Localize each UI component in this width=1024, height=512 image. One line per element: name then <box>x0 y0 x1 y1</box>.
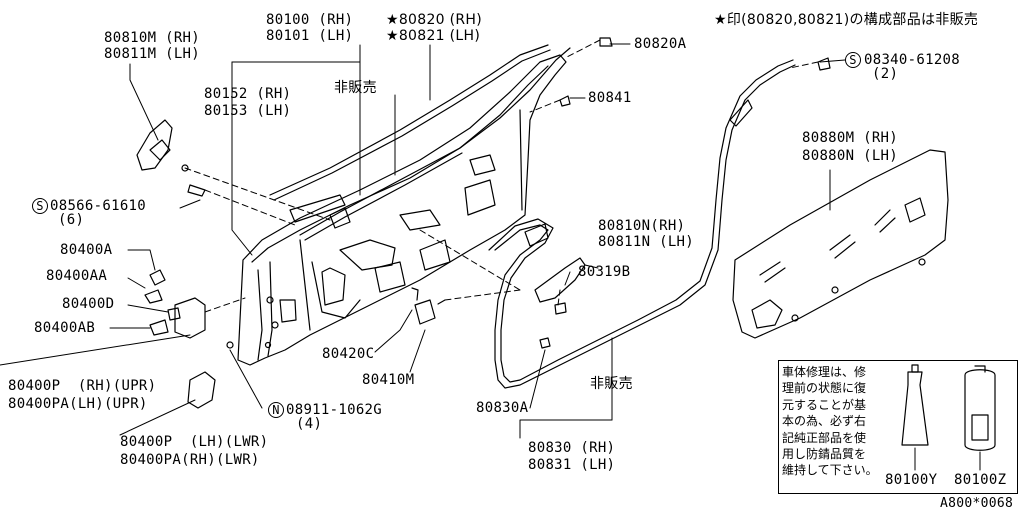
label-80410M: 80410M <box>362 372 415 388</box>
symbol-s-circle: S <box>32 198 48 214</box>
label-80400P-lwr: 80400P (LH)(LWR) <box>120 434 269 450</box>
label-80830A: 80830A <box>476 400 529 416</box>
repair-note-box <box>778 360 1018 494</box>
label-non-sale-2: 非販売 <box>590 376 633 392</box>
label-80820A: 80820A <box>634 36 687 52</box>
label-80100Z: 80100Z <box>954 472 1007 488</box>
label-80810M: 80810M (RH) <box>104 30 201 46</box>
label-80400D: 80400D <box>62 296 115 312</box>
label-80831: 80831 (LH) <box>528 457 616 473</box>
symbol-s-circle: S <box>845 52 861 68</box>
label-80319B: 80319B <box>578 264 631 280</box>
label-80400AB: 80400AB <box>34 320 96 336</box>
label-08340: 08340-61208 <box>864 52 961 68</box>
label-80400PA-upr: 80400PA(LH)(UPR) <box>8 396 148 412</box>
label-08566: 08566-61610 <box>50 198 147 214</box>
label-80820: ★80820 (RH) <box>386 12 483 28</box>
label-80153: 80153 (LH) <box>204 103 292 119</box>
can-80100Z <box>964 365 996 451</box>
label-80821: ★80821 (LH) <box>386 28 481 44</box>
mirror <box>136 119 206 197</box>
label-80400PA-lwr: 80400PA(RH)(LWR) <box>120 452 260 468</box>
latch <box>411 287 446 325</box>
label-08911: 08911-1062G <box>286 402 383 418</box>
lower-hinge <box>187 341 234 409</box>
label-08911-qty: (4) <box>296 416 323 432</box>
window-moldings <box>269 44 571 241</box>
label-non-sale-1: 非販売 <box>334 80 377 96</box>
label-80810N: 80810N(RH) <box>598 218 686 234</box>
label-80880M: 80880M (RH) <box>802 130 899 146</box>
label-80880N: 80880N (LH) <box>802 148 899 164</box>
label-80100: 80100 (RH) <box>266 12 354 28</box>
label-08566-qty: (6) <box>58 212 85 228</box>
weatherstrip <box>488 59 796 389</box>
label-80152: 80152 (RH) <box>204 86 292 102</box>
note-non-sale: ★印(80820,80821)の構成部品は非販売 <box>714 12 979 28</box>
label-80101: 80101 (LH) <box>266 28 354 44</box>
upper-hinge <box>144 269 206 339</box>
label-80400A: 80400A <box>60 242 113 258</box>
label-80841: 80841 <box>588 90 632 106</box>
seal-80810N <box>534 257 586 303</box>
fasteners <box>539 37 831 349</box>
label-80811N: 80811N (LH) <box>598 234 695 250</box>
label-80830: 80830 (RH) <box>528 440 616 456</box>
leader-lines <box>0 43 846 439</box>
tube-80100Y <box>901 364 929 446</box>
label-80100Y: 80100Y <box>885 472 938 488</box>
label-80811M: 80811M (LH) <box>104 46 201 62</box>
repair-note-text: 車体修理は、修 理前の状態に復 元することが基 本の為、必ず右 記純正部品を使 … <box>782 365 878 478</box>
label-80420C: 80420C <box>322 346 375 362</box>
trim-panel <box>732 149 949 339</box>
label-80400P-upr: 80400P (RH)(UPR) <box>8 378 157 394</box>
symbol-n-circle: N <box>268 402 284 418</box>
footer-code: A800*0068 <box>940 496 1014 511</box>
dashed-lines <box>184 39 819 313</box>
label-08340-qty: (2) <box>872 66 899 82</box>
label-80400AA: 80400AA <box>46 268 108 284</box>
